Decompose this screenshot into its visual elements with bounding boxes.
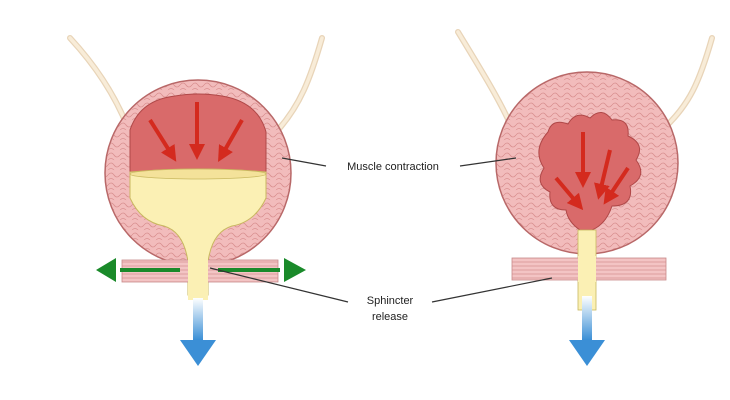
contraction-arrow-icon — [554, 132, 630, 211]
sphincter-label-line2: release — [372, 311, 408, 323]
left-bladder — [67, 35, 325, 366]
label-leaders — [209, 157, 553, 303]
left-ureter — [67, 35, 131, 131]
urine-flow-arrow-icon — [569, 296, 605, 366]
sphincter-release-arrow-icon — [96, 258, 306, 282]
right-ureter — [659, 35, 715, 133]
muscle-contraction-label: Muscle contraction — [347, 161, 439, 173]
contraction-arrow-icon — [148, 102, 244, 162]
right-ureter — [275, 35, 325, 133]
urine-flow-arrow-icon — [180, 298, 216, 366]
sphincter-label-line1: Sphincter — [367, 295, 414, 307]
right-bladder — [455, 29, 715, 366]
